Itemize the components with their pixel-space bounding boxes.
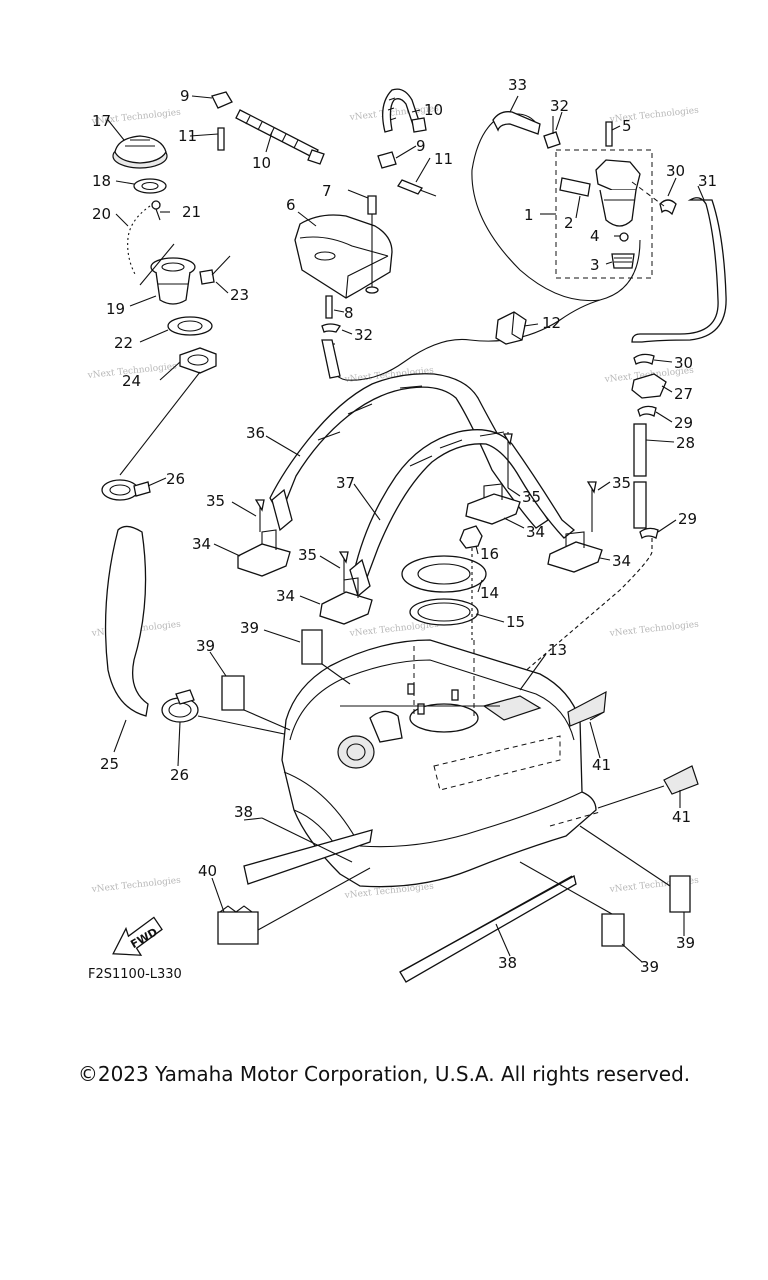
callout-39: 39	[196, 637, 215, 655]
callout-30: 30	[666, 162, 685, 180]
callout-20: 20	[92, 205, 111, 223]
callout-39: 39	[640, 958, 659, 976]
callout-29: 29	[678, 510, 697, 528]
forward-direction-arrow: FWD	[112, 916, 163, 956]
fuel-tank-parts-diagram: vNext Technologies vNext Technologies vN…	[86, 76, 727, 983]
callout-14: 14	[480, 584, 499, 602]
callout-13: 13	[548, 641, 567, 659]
callout-41: 41	[672, 808, 691, 826]
callout-31: 31	[698, 172, 717, 190]
callout-29: 29	[674, 414, 693, 432]
fuel-hoses	[321, 111, 727, 381]
callout-7: 7	[322, 182, 332, 200]
callout-35: 35	[612, 474, 631, 492]
callout-labels: 9 11 10 10 9 11 17 18 20 21 19 23 22 24 …	[92, 76, 717, 976]
callout-21: 21	[182, 203, 201, 221]
callout-35: 35	[206, 492, 225, 510]
callout-33: 33	[508, 76, 527, 94]
callout-5: 5	[622, 117, 632, 135]
callout-3: 3	[590, 256, 600, 274]
callout-10: 10	[424, 101, 443, 119]
callout-10: 10	[252, 154, 271, 172]
callout-35: 35	[298, 546, 317, 564]
callout-39: 39	[676, 934, 695, 952]
callout-28: 28	[676, 434, 695, 452]
callout-41: 41	[592, 756, 611, 774]
tank-pads	[217, 629, 699, 983]
callout-34: 34	[526, 523, 545, 541]
callout-32: 32	[354, 326, 373, 344]
callout-38: 38	[498, 954, 517, 972]
callout-6: 6	[286, 196, 296, 214]
callout-26: 26	[170, 766, 189, 784]
callout-34: 34	[276, 587, 295, 605]
diagram-code: F2S1100-L330	[88, 967, 182, 982]
callout-39: 39	[240, 619, 259, 637]
callout-17: 17	[92, 112, 111, 130]
callout-1: 1	[524, 206, 534, 224]
callout-9: 9	[180, 87, 190, 105]
callout-15: 15	[506, 613, 525, 631]
callout-2: 2	[564, 214, 574, 232]
fuel-filter-assembly	[543, 116, 677, 279]
callout-11: 11	[178, 127, 197, 145]
fuel-line-right	[439, 353, 667, 745]
fuel-cover	[294, 195, 393, 333]
callout-12: 12	[542, 314, 561, 332]
copyright-notice: ©2023 Yamaha Motor Corporation, U.S.A. A…	[77, 1062, 691, 1086]
watermark: vNext Technologies	[608, 620, 699, 639]
watermark: vNext Technologies	[90, 876, 181, 895]
callout-25: 25	[100, 755, 119, 773]
band-clip-center	[377, 88, 437, 197]
callout-22: 22	[114, 334, 133, 352]
callout-35: 35	[522, 488, 541, 506]
band-clip-left	[211, 91, 325, 165]
callout-38: 38	[234, 803, 253, 821]
callout-4: 4	[590, 227, 600, 245]
callout-26: 26	[166, 470, 185, 488]
callout-9: 9	[416, 137, 426, 155]
callout-36: 36	[246, 424, 265, 442]
callout-leaders	[107, 95, 705, 963]
callout-40: 40	[198, 862, 217, 880]
callout-16: 16	[480, 545, 499, 563]
callout-11: 11	[434, 150, 453, 168]
tank-straps	[269, 373, 576, 598]
callout-32: 32	[550, 97, 569, 115]
fuel-tank	[281, 639, 601, 888]
callout-23: 23	[230, 286, 249, 304]
callout-34: 34	[192, 535, 211, 553]
callout-30: 30	[674, 354, 693, 372]
pump-flange	[401, 525, 487, 640]
callout-19: 19	[106, 300, 125, 318]
callout-37: 37	[336, 474, 355, 492]
callout-18: 18	[92, 172, 111, 190]
clamp-pad	[495, 311, 527, 345]
callout-27: 27	[674, 385, 693, 403]
callout-34: 34	[612, 552, 631, 570]
filler-cap-assembly	[112, 135, 231, 476]
callout-8: 8	[344, 304, 354, 322]
strap-mounts	[237, 432, 603, 625]
callout-24: 24	[122, 372, 141, 390]
